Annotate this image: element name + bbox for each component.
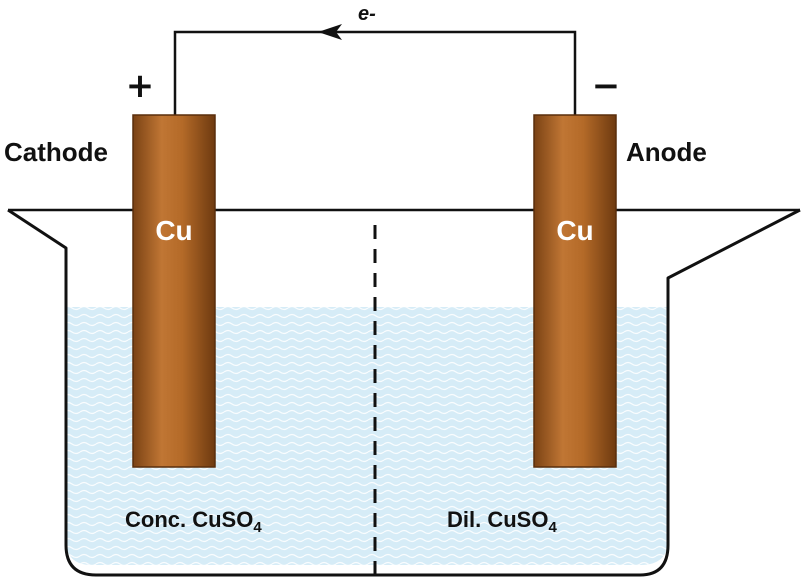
anode-label: Anode xyxy=(626,137,707,167)
negative-sign: − xyxy=(592,66,621,106)
right-solution-label: Dil. CuSO4 xyxy=(447,507,557,536)
cathode-electrode-label: Cu xyxy=(155,215,192,246)
external-wire xyxy=(173,30,577,115)
electron-label: e- xyxy=(358,3,376,25)
cathode-electrode xyxy=(132,114,216,468)
electron-flow-arrow xyxy=(318,24,342,40)
cathode-label: Cathode xyxy=(4,137,108,167)
beaker xyxy=(7,208,801,577)
anode-electrode xyxy=(533,114,617,468)
electrolyte-solution xyxy=(66,307,668,565)
left-solution-label: Conc. CuSO4 xyxy=(125,507,262,536)
anode-electrode-label: Cu xyxy=(556,215,593,246)
positive-sign: + xyxy=(126,66,155,106)
